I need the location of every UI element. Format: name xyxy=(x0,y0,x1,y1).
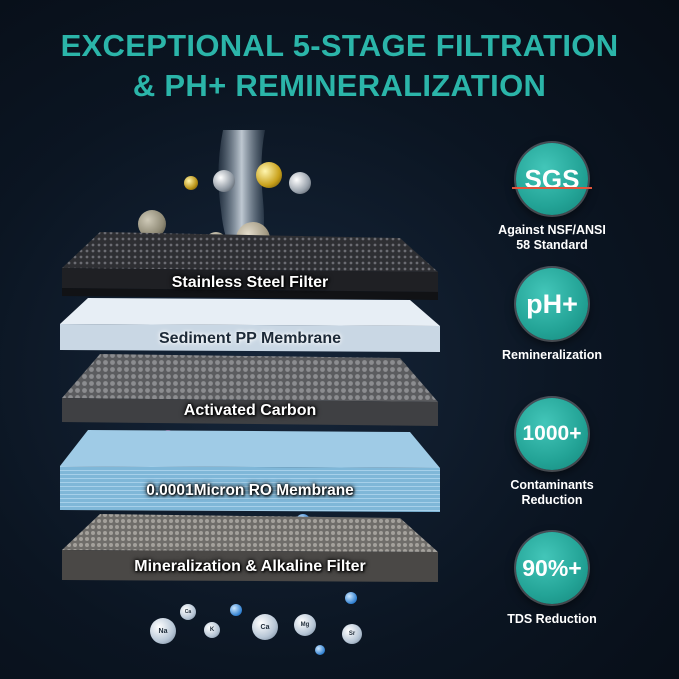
particle xyxy=(213,170,235,192)
badge-text: Against NSF/ANSI 58 Standard xyxy=(498,223,606,252)
layer-label: Sediment PP Membrane xyxy=(159,330,341,347)
page-title: EXCEPTIONAL 5-STAGE FILTRATION & PH+ REM… xyxy=(0,26,679,106)
droplet xyxy=(230,604,242,616)
title-line-2: & PH+ REMINERALIZATION xyxy=(132,68,547,103)
sgs-badge-icon: SGS xyxy=(512,143,592,215)
badge-ph: pH+ Remineralization xyxy=(482,268,622,363)
contaminants-badge-icon: 1000+ xyxy=(516,398,588,470)
mineral-bubble-mg: Mg xyxy=(294,614,316,636)
layer-label: Stainless Steel Filter xyxy=(171,274,329,291)
title-line-1: EXCEPTIONAL 5-STAGE FILTRATION xyxy=(60,28,619,63)
sgs-line-decoration xyxy=(512,187,592,189)
tds-badge-icon: 90%+ xyxy=(516,532,588,604)
particle xyxy=(184,176,198,190)
mineral-bubble-ca: Ca xyxy=(180,604,196,620)
badge-tds: 90%+ TDS Reduction xyxy=(482,532,622,627)
droplet xyxy=(345,592,357,604)
droplet xyxy=(315,645,325,655)
layer-sediment-pp-membrane: Sediment PP Membrane xyxy=(58,296,442,358)
layer-label: Activated Carbon xyxy=(183,402,317,419)
mineral-bubble-na: Na xyxy=(150,618,176,644)
badge-text: TDS Reduction xyxy=(507,612,597,626)
badge-sgs: SGS Against NSF/ANSI 58 Standard xyxy=(482,143,622,253)
layer-ro-membrane: 0.0001Micron RO Membrane xyxy=(58,428,442,518)
badge-contaminants: 1000+ Contaminants Reduction xyxy=(482,398,622,508)
mineral-bubble-k: K xyxy=(204,622,220,638)
particle xyxy=(289,172,311,194)
layer-label: 0.0001Micron RO Membrane xyxy=(146,482,354,499)
layer-mineralization-alkaline-filter: Mineralization & Alkaline Filter xyxy=(60,512,440,592)
layer-stainless-steel-filter: Stainless Steel Filter xyxy=(60,230,440,305)
layer-activated-carbon: Activated Carbon xyxy=(60,352,440,432)
mineral-bubble-ca: Ca xyxy=(252,614,278,640)
layer-label: Mineralization & Alkaline Filter xyxy=(134,558,366,575)
mineral-bubble-sr: Sr xyxy=(342,624,362,644)
badge-text: Contaminants Reduction xyxy=(510,478,594,507)
badge-text: Remineralization xyxy=(501,348,603,362)
particle xyxy=(256,162,282,188)
ph-badge-icon: pH+ xyxy=(516,268,588,340)
